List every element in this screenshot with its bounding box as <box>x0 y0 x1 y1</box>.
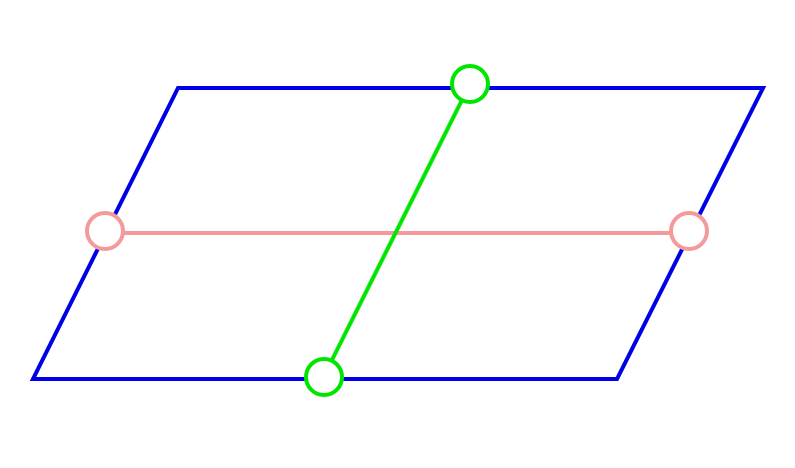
top-side-point[interactable] <box>450 64 490 104</box>
slanted-segment <box>322 83 472 377</box>
right-side-point[interactable] <box>669 211 709 251</box>
bottom-side-point[interactable] <box>304 357 344 397</box>
parallelogram-outline <box>29 86 767 381</box>
left-side-point[interactable] <box>85 211 125 251</box>
